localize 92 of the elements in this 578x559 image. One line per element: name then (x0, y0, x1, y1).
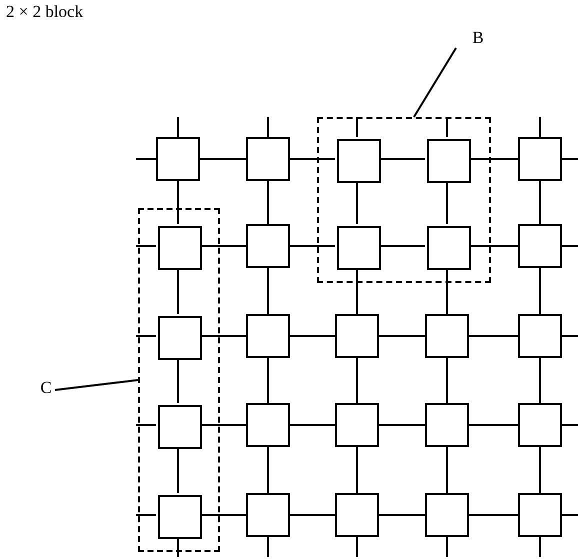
connection-line (379, 424, 425, 426)
line-stub (136, 514, 156, 516)
module-box (427, 139, 471, 183)
line-stub (136, 245, 156, 247)
module-box (246, 493, 290, 537)
line-stub (446, 117, 448, 137)
module-box (158, 316, 202, 360)
connection-line (469, 514, 518, 516)
connection-line (379, 245, 425, 247)
connection-line (290, 158, 335, 160)
connection-line (379, 514, 425, 516)
connection-line (177, 268, 179, 314)
module-box (335, 314, 379, 358)
connection-line (290, 245, 335, 247)
module-box (518, 224, 562, 268)
connection-line (356, 358, 358, 403)
line-stub (562, 245, 578, 247)
module-box (425, 493, 469, 537)
connection-line (200, 424, 246, 426)
module-box (425, 403, 469, 447)
line-stub (562, 424, 578, 426)
dashed-region (138, 208, 220, 552)
connection-line (446, 447, 448, 493)
connection-line (200, 158, 246, 160)
module-box (246, 314, 290, 358)
line-stub (267, 537, 269, 557)
module-box (518, 403, 562, 447)
leader-line (54, 379, 138, 391)
module-box (246, 137, 290, 181)
line-stub (177, 117, 179, 137)
connection-line (267, 268, 269, 314)
connection-line (356, 447, 358, 493)
connection-line (446, 268, 448, 314)
line-stub (177, 537, 179, 557)
connection-line (539, 447, 541, 493)
module-box (335, 403, 379, 447)
connection-line (290, 514, 335, 516)
module-box (158, 226, 202, 270)
module-box (158, 405, 202, 449)
connection-line (290, 424, 335, 426)
leader-line (413, 47, 457, 118)
module-box (518, 493, 562, 537)
connection-line (469, 335, 518, 337)
module-box (518, 314, 562, 358)
connection-line (290, 335, 335, 337)
line-stub (136, 424, 156, 426)
line-stub (446, 537, 448, 557)
line-stub (136, 335, 156, 337)
line-stub (267, 117, 269, 137)
connection-line (446, 358, 448, 403)
line-stub (539, 117, 541, 137)
module-box (246, 403, 290, 447)
connection-line (539, 358, 541, 403)
callout-letter: C (38, 378, 54, 398)
connection-line (469, 424, 518, 426)
dashed-region (317, 117, 491, 283)
connection-line (177, 358, 179, 403)
module-box (425, 314, 469, 358)
module-box (337, 226, 381, 270)
module-box (246, 224, 290, 268)
connection-line (177, 181, 179, 224)
module-box (156, 137, 200, 181)
line-stub (356, 537, 358, 557)
line-stub (539, 537, 541, 557)
connection-line (200, 514, 246, 516)
line-stub (356, 117, 358, 137)
line-stub (562, 514, 578, 516)
connection-line (177, 447, 179, 493)
module-box (427, 226, 471, 270)
connection-line (539, 268, 541, 314)
caption-text: 2 × 2 block (6, 2, 84, 22)
connection-line (379, 158, 425, 160)
connection-line (379, 335, 425, 337)
connection-line (469, 158, 518, 160)
connection-line (356, 181, 358, 224)
module-box (335, 493, 379, 537)
module-box (337, 139, 381, 183)
connection-line (200, 245, 246, 247)
line-stub (562, 335, 578, 337)
module-box (158, 495, 202, 539)
line-stub (562, 158, 578, 160)
connection-line (446, 181, 448, 224)
callout-letter: B (470, 28, 486, 48)
line-stub (136, 158, 156, 160)
connection-line (539, 181, 541, 224)
connection-line (267, 447, 269, 493)
module-box (518, 137, 562, 181)
connection-line (200, 335, 246, 337)
connection-line (267, 181, 269, 224)
connection-line (469, 245, 518, 247)
connection-line (267, 358, 269, 403)
connection-line (356, 268, 358, 314)
